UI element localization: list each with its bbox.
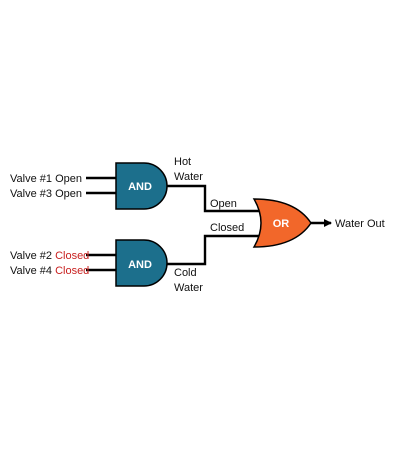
wire-cold-water: [166, 234, 262, 266]
valve-3-label: Valve #3 Open: [10, 188, 82, 200]
valve-2-label: Valve #2 Closed: [10, 250, 89, 262]
valve-2-state: Closed: [55, 250, 89, 262]
valve-2-prefix: Valve #2: [10, 250, 55, 262]
valve-4-label: Valve #4 Closed: [10, 265, 89, 277]
hot-water-label-line2: Water: [174, 171, 203, 183]
valve-3-prefix: Valve #3: [10, 188, 55, 200]
valve-1-prefix: Valve #1: [10, 173, 55, 185]
and-gate-top-body: [115, 162, 168, 210]
and-gate-bottom: AND: [115, 239, 168, 287]
valve-3-state: Open: [55, 188, 82, 200]
water-out-label: Water Out: [335, 218, 385, 230]
or-gate: OR: [252, 198, 312, 248]
cold-water-label-line1: Cold: [174, 267, 197, 279]
wire-hot-water: [166, 184, 262, 213]
valve-4-state: Closed: [55, 265, 89, 277]
and-gate-top: AND: [115, 162, 168, 210]
or-input-closed-label: Closed: [210, 222, 244, 234]
or-input-open-label: Open: [210, 198, 237, 210]
hot-water-label-line1: Hot: [174, 156, 191, 168]
and-gate-bottom-body: [115, 239, 168, 287]
valve-4-prefix: Valve #4: [10, 265, 55, 277]
and-gate-bottom-label: AND: [128, 259, 152, 271]
valve-1-state: Open: [55, 173, 82, 185]
and-gate-top-label: AND: [128, 181, 152, 193]
or-gate-body: [252, 198, 312, 248]
valve-1-label: Valve #1 Open: [10, 173, 82, 185]
or-gate-label: OR: [273, 218, 290, 230]
cold-water-label-line2: Water: [174, 282, 203, 294]
